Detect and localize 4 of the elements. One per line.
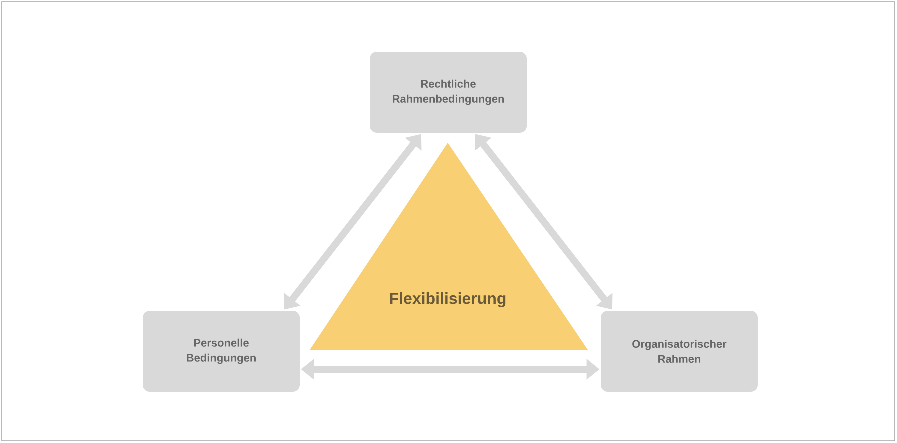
- box: Organisatorischer Rahmen: [601, 311, 758, 392]
- triangle: Flexibilisierung: [310, 143, 588, 350]
- box: Personelle Bedingungen: [143, 311, 300, 392]
- box: Rechtliche Rahmenbedingungen: [370, 52, 527, 133]
